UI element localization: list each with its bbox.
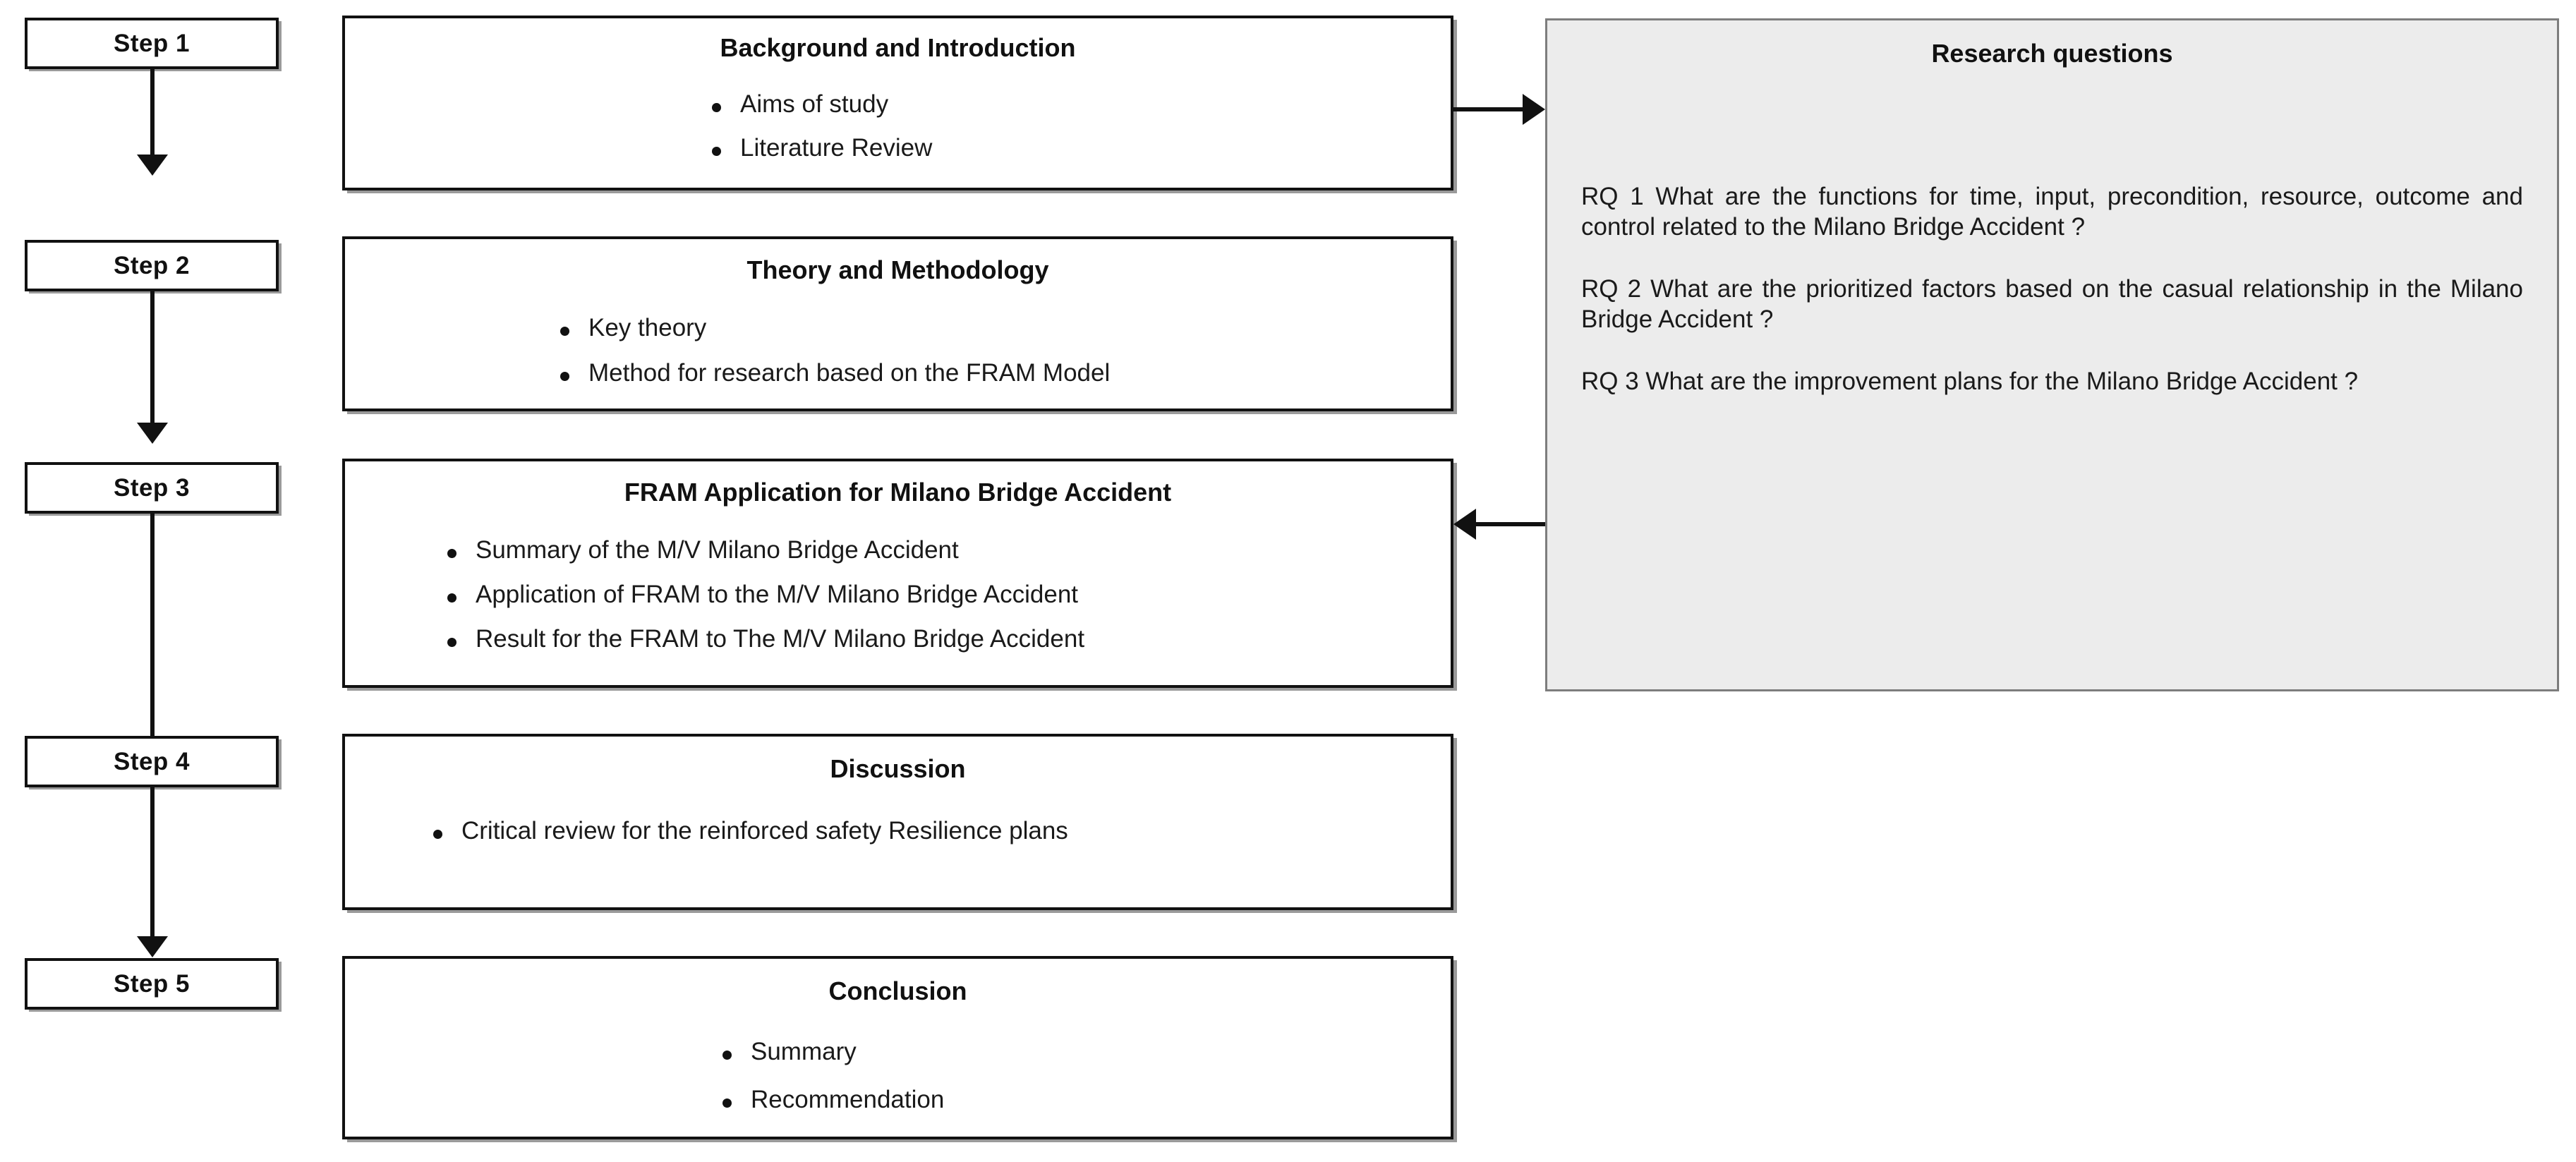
step-connector-arrow-2 — [150, 291, 155, 425]
bullet-dot-icon — [447, 637, 456, 647]
bullet-text: Result for the FRAM to The M/V Milano Br… — [476, 624, 1085, 653]
section-bullets-2: Key theory Method for research based on … — [560, 315, 1451, 385]
step-label-2: Step 2 — [113, 252, 191, 279]
bullet-text: Critical review for the reinforced safet… — [461, 816, 1068, 845]
section-box-theory-methodology[interactable]: Theory and Methodology Key theory Method… — [342, 236, 1453, 411]
list-item: Summary of the M/V Milano Bridge Acciden… — [447, 538, 1451, 562]
list-item: Critical review for the reinforced safet… — [433, 818, 1451, 843]
research-questions-title: Research questions — [1931, 39, 2173, 68]
bullet-dot-icon — [722, 1098, 732, 1108]
bullet-dot-icon — [560, 326, 569, 336]
step-label-4: Step 4 — [113, 748, 191, 775]
bullet-text: Summary of the M/V Milano Bridge Acciden… — [476, 535, 959, 564]
section-title-2: Theory and Methodology — [746, 255, 1049, 284]
section-box-conclusion[interactable]: Conclusion Summary Recommendation — [342, 956, 1453, 1139]
section-box-fram-application[interactable]: FRAM Application for Milano Bridge Accid… — [342, 459, 1453, 688]
step-connector-arrow-3 — [150, 514, 155, 754]
bullet-text: Recommendation — [751, 1085, 945, 1113]
section-bullets-5: Summary Recommendation — [722, 1039, 1451, 1112]
step-box-2[interactable]: Step 2 — [25, 240, 279, 291]
bullet-dot-icon — [433, 829, 442, 839]
step-box-1[interactable]: Step 1 — [25, 18, 279, 69]
step-connector-arrow-4 — [150, 787, 155, 939]
bullet-text: Literature Review — [740, 133, 933, 162]
bullet-text: Application of FRAM to the M/V Milano Br… — [476, 580, 1079, 608]
section-title-3: FRAM Application for Milano Bridge Accid… — [624, 478, 1172, 507]
bullet-dot-icon — [447, 548, 456, 558]
bullet-text: Key theory — [588, 313, 707, 341]
bullet-dot-icon — [722, 1050, 732, 1060]
step-connector-arrow-1 — [150, 69, 155, 157]
step-box-4[interactable]: Step 4 — [25, 736, 279, 787]
bullet-text: Summary — [751, 1037, 857, 1065]
section-title-4: Discussion — [830, 754, 966, 783]
step-box-3[interactable]: Step 3 — [25, 462, 279, 514]
bullet-text: Method for research based on the FRAM Mo… — [588, 358, 1111, 387]
research-question-3: RQ 3 What are the improvement plans for … — [1581, 367, 2359, 395]
list-item: Application of FRAM to the M/V Milano Br… — [447, 582, 1451, 607]
research-questions-panel[interactable]: Research questions RQ 1 What are the fun… — [1545, 18, 2559, 691]
bullet-dot-icon — [712, 146, 721, 156]
arrow-background-to-research-questions — [1453, 107, 1524, 111]
bullet-dot-icon — [712, 102, 721, 112]
bullet-dot-icon — [447, 593, 456, 603]
list-item: Result for the FRAM to The M/V Milano Br… — [447, 627, 1451, 651]
section-box-background-introduction[interactable]: Background and Introduction Aims of stud… — [342, 16, 1453, 190]
list-item: Key theory — [560, 315, 1451, 340]
step-box-5[interactable]: Step 5 — [25, 958, 279, 1010]
list-item: Method for research based on the FRAM Mo… — [560, 361, 1451, 385]
section-bullets-3: Summary of the M/V Milano Bridge Acciden… — [447, 538, 1451, 651]
research-questions-list: RQ 1 What are the functions for time, in… — [1581, 181, 2523, 397]
section-bullets-1: Aims of study Literature Review — [712, 92, 1451, 160]
research-question-2: RQ 2 What are the prioritized factors ba… — [1581, 274, 2523, 334]
section-title-5: Conclusion — [828, 976, 967, 1005]
arrow-research-questions-to-fram — [1475, 522, 1547, 526]
section-box-discussion[interactable]: Discussion Critical review for the reinf… — [342, 734, 1453, 910]
step-label-1: Step 1 — [113, 30, 191, 57]
step-label-5: Step 5 — [113, 970, 191, 998]
list-item: Recommendation — [722, 1087, 1451, 1112]
bullet-text: Aims of study — [740, 90, 889, 118]
list-item: Literature Review — [712, 135, 1451, 160]
section-title-1: Background and Introduction — [720, 33, 1076, 62]
bullet-dot-icon — [560, 371, 569, 381]
section-bullets-4: Critical review for the reinforced safet… — [433, 818, 1451, 843]
research-question-1: RQ 1 What are the functions for time, in… — [1581, 183, 2523, 241]
step-label-3: Step 3 — [113, 474, 191, 502]
list-item: Aims of study — [712, 92, 1451, 116]
list-item: Summary — [722, 1039, 1451, 1064]
